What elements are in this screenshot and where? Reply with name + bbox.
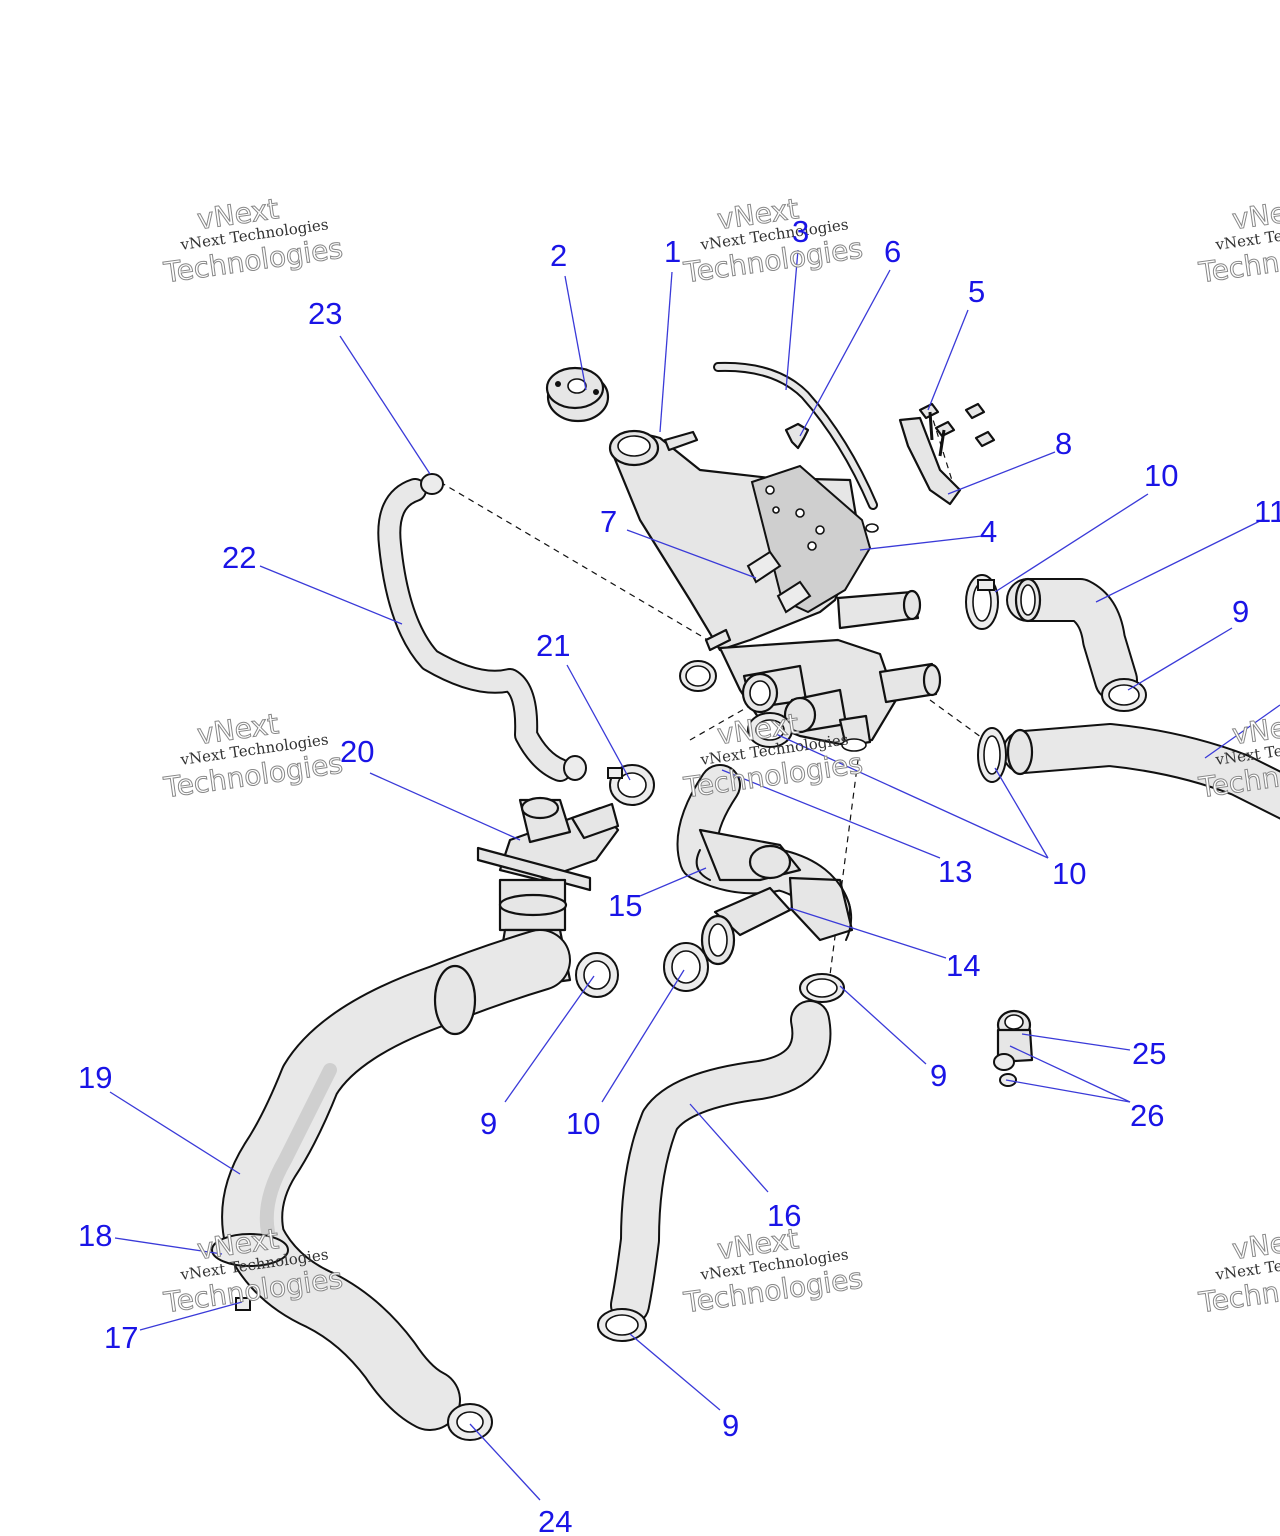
lower-hose-16 xyxy=(597,1000,832,1342)
callout-6: 6 xyxy=(884,234,901,269)
clamp-9-left xyxy=(575,952,619,998)
callout-19: 19 xyxy=(78,1060,112,1095)
callout-9-upper: 9 xyxy=(1232,594,1249,629)
callout-21: 21 xyxy=(536,628,570,663)
callout-22: 22 xyxy=(222,540,256,575)
watermark-text: vNext xyxy=(715,192,801,236)
callout-24: 24 xyxy=(538,1504,572,1536)
upper-right-hose xyxy=(1006,577,1147,712)
callout-1: 1 xyxy=(664,234,681,269)
callout-9-bottom: 9 xyxy=(722,1408,739,1443)
callout-2: 2 xyxy=(550,238,567,273)
watermark-3: vNext vNext Technologies Technologies xyxy=(1196,192,1280,290)
clamp-9-right xyxy=(799,973,845,1003)
radiator-cap xyxy=(545,366,610,423)
callout-3: 3 xyxy=(792,214,809,249)
watermark-9: vNext vNext Technologies Technologies xyxy=(1196,1222,1280,1320)
callout-9-right: 9 xyxy=(930,1058,947,1093)
watermark-1: vNext vNext Technologies Technologies xyxy=(161,192,346,290)
main-radiator-hose xyxy=(211,929,571,1441)
callout-labels: 1 2 3 6 5 8 4 7 10 11 9 23 22 21 20 13 1… xyxy=(78,214,1280,1536)
leader-lines xyxy=(109,249,1280,1501)
callout-11: 11 xyxy=(1254,494,1280,529)
coolant-reservoir xyxy=(608,429,922,652)
callout-13: 13 xyxy=(938,854,972,889)
watermark-4: vNext vNext Technologies Technologies xyxy=(161,707,346,805)
callout-16: 16 xyxy=(767,1198,801,1233)
callout-10-upper: 10 xyxy=(1144,458,1178,493)
callout-10-lower: 10 xyxy=(566,1106,600,1141)
clamp-21 xyxy=(607,764,655,806)
upper-right-clamp xyxy=(965,574,999,630)
watermark-text: vNext xyxy=(195,192,281,236)
callout-8: 8 xyxy=(1055,426,1072,461)
callout-7: 7 xyxy=(600,504,617,539)
callout-14: 14 xyxy=(946,948,980,983)
y-hose-assembly xyxy=(676,712,854,966)
callout-15: 15 xyxy=(608,888,642,923)
watermark-2: vNext vNext Technologies Technologies xyxy=(681,192,866,290)
callout-10-right: 10 xyxy=(1052,856,1086,891)
watermark-6: vNext vNext Technologies Technologies xyxy=(1196,707,1280,805)
callout-5: 5 xyxy=(968,274,985,309)
callout-20: 20 xyxy=(340,734,374,769)
callout-26: 26 xyxy=(1130,1098,1164,1133)
mounting-bracket-and-screws xyxy=(898,402,996,506)
right-long-hose xyxy=(977,723,1280,820)
callout-17: 17 xyxy=(104,1320,138,1355)
callout-4: 4 xyxy=(980,514,997,549)
vent-tube xyxy=(713,361,878,510)
callout-9-left: 9 xyxy=(480,1106,497,1141)
clamp-10-center xyxy=(663,942,709,992)
callout-23: 23 xyxy=(308,296,342,331)
small-fitting xyxy=(993,1009,1034,1087)
bypass-hose xyxy=(377,473,587,782)
callout-25: 25 xyxy=(1132,1036,1166,1071)
callout-18: 18 xyxy=(78,1218,112,1253)
